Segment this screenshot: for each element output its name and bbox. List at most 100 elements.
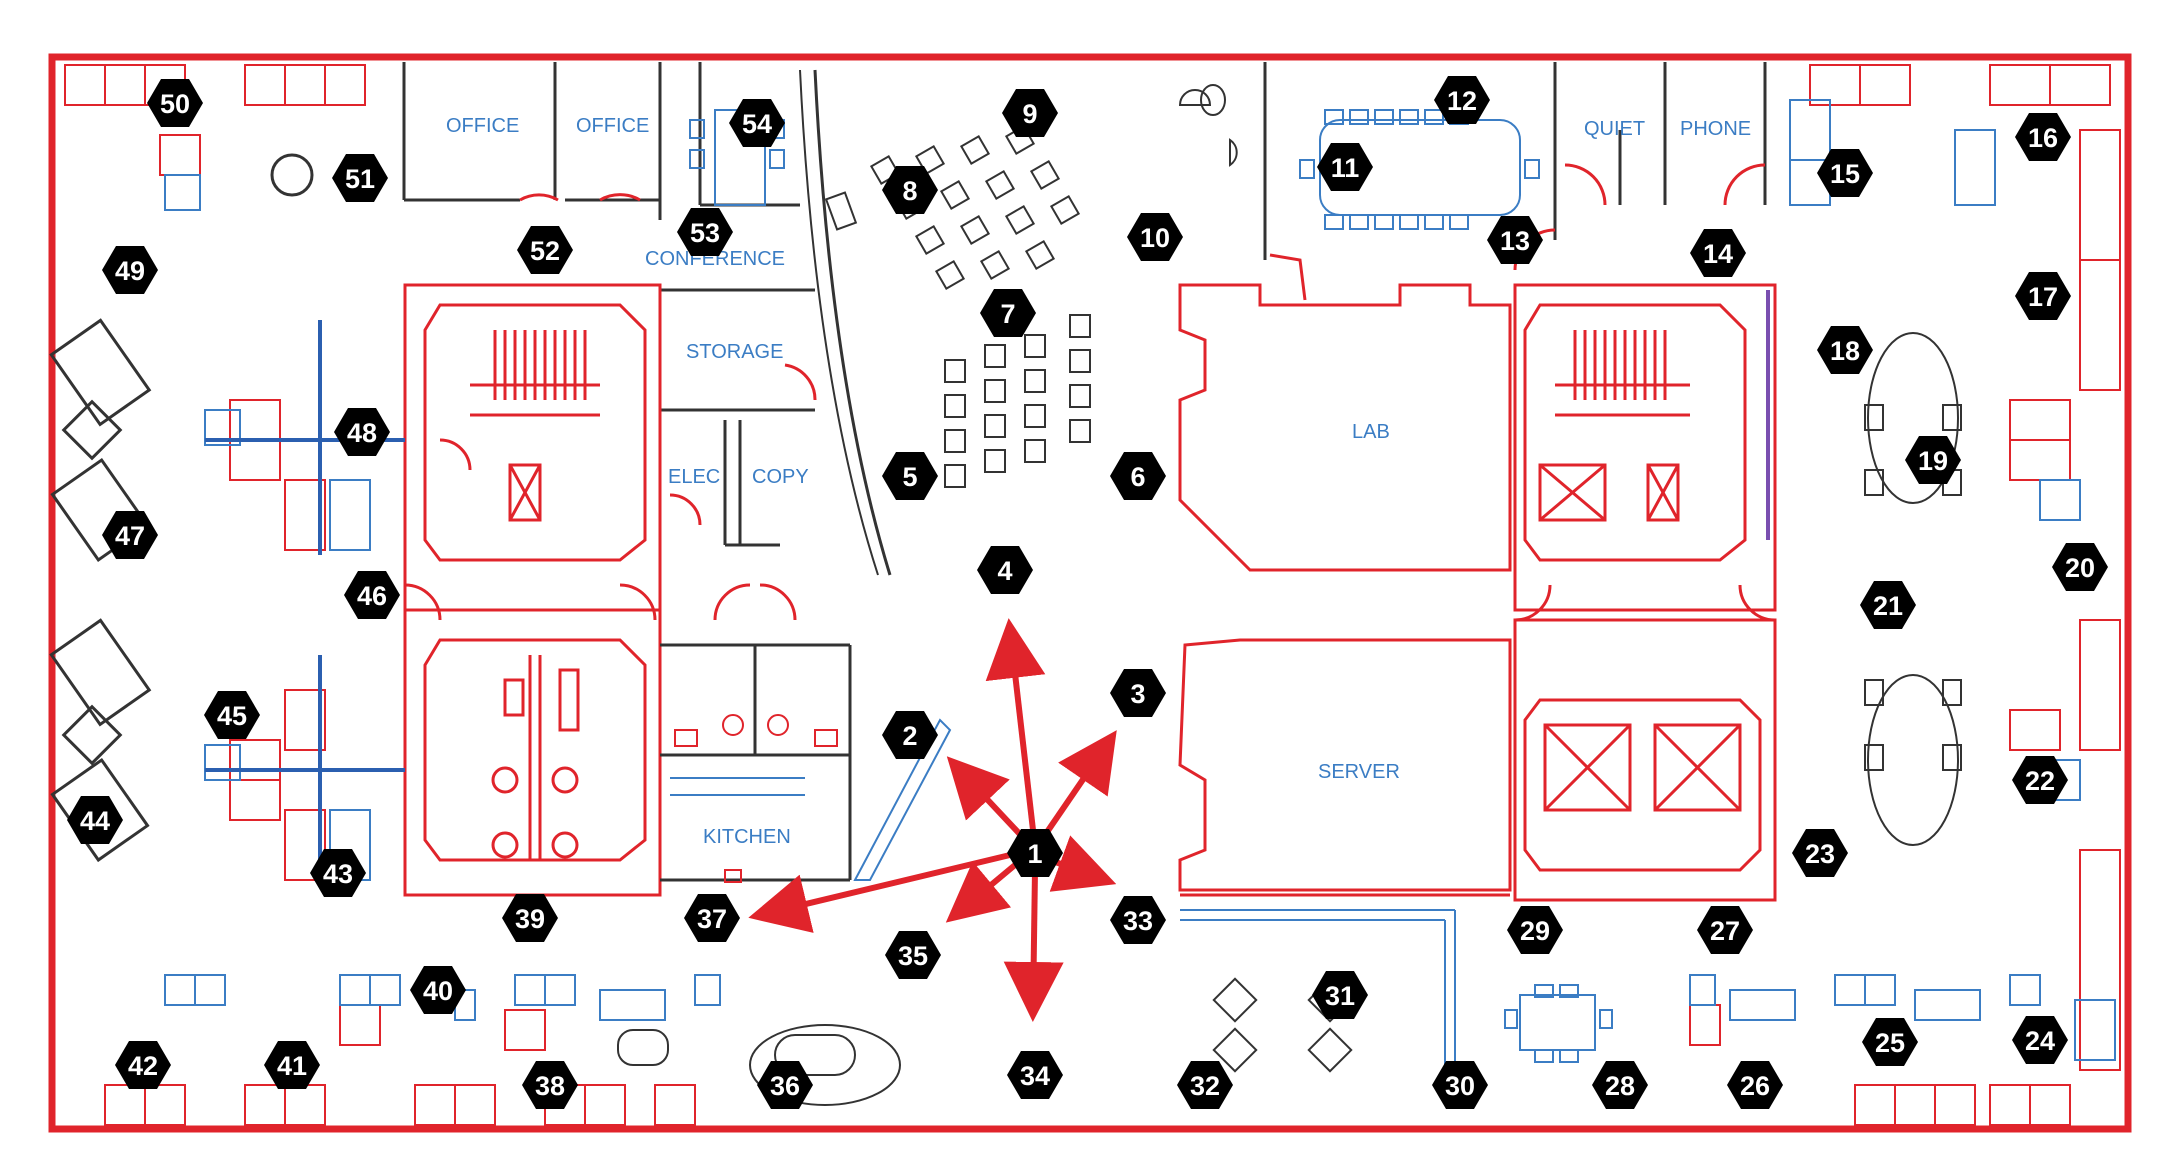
arrow-1-to-33: [1048, 835, 1117, 892]
marker-20[interactable]: 20: [2052, 543, 2108, 591]
marker-label: 43: [323, 859, 353, 889]
arrow-1-to-37: [748, 852, 1011, 933]
marker-2[interactable]: 2: [882, 711, 938, 759]
marker-label: 21: [1873, 591, 1903, 621]
marker-5[interactable]: 5: [882, 452, 938, 500]
marker-label: 6: [1130, 462, 1145, 492]
marker-34[interactable]: 34: [1007, 1051, 1063, 1099]
marker-11[interactable]: 11: [1317, 143, 1373, 191]
marker-1[interactable]: 1: [1007, 829, 1063, 877]
outer-frame: [48, 53, 2132, 1133]
marker-39[interactable]: 39: [502, 894, 558, 942]
marker-17[interactable]: 17: [2015, 272, 2071, 320]
marker-label: 37: [697, 904, 727, 934]
marker-9[interactable]: 9: [1002, 89, 1058, 137]
marker-25[interactable]: 25: [1862, 1018, 1918, 1066]
marker-label: 30: [1445, 1071, 1475, 1101]
arrow-1-to-34: [1003, 869, 1064, 1022]
marker-4[interactable]: 4: [977, 546, 1033, 594]
marker-42[interactable]: 42: [115, 1041, 171, 1089]
marker-6[interactable]: 6: [1110, 452, 1166, 500]
marker-label: 9: [1022, 99, 1037, 129]
arrow-1-to-2: [946, 756, 1033, 848]
marker-label: 47: [115, 521, 145, 551]
marker-label: 15: [1830, 159, 1860, 189]
marker-38[interactable]: 38: [522, 1061, 578, 1109]
marker-label: 34: [1020, 1061, 1050, 1091]
marker-47[interactable]: 47: [102, 511, 158, 559]
marker-8[interactable]: 8: [882, 166, 938, 214]
marker-label: 27: [1710, 916, 1740, 946]
marker-label: 17: [2028, 282, 2058, 312]
marker-45[interactable]: 45: [204, 691, 260, 739]
marker-50[interactable]: 50: [147, 79, 203, 127]
marker-49[interactable]: 49: [102, 246, 158, 294]
marker-31[interactable]: 31: [1312, 971, 1368, 1019]
marker-41[interactable]: 41: [264, 1041, 320, 1089]
marker-label: 51: [345, 164, 375, 194]
room-label-lab: LAB: [1352, 421, 1390, 443]
marker-52[interactable]: 52: [517, 226, 573, 274]
marker-label: 42: [128, 1051, 158, 1081]
marker-label: 49: [115, 256, 145, 286]
marker-30[interactable]: 30: [1432, 1061, 1488, 1109]
marker-33[interactable]: 33: [1110, 896, 1166, 944]
marker-37[interactable]: 37: [684, 894, 740, 942]
marker-53[interactable]: 53: [677, 208, 733, 256]
room-label-quiet: QUIET: [1584, 118, 1645, 140]
marker-label: 40: [423, 976, 453, 1006]
marker-7[interactable]: 7: [980, 289, 1036, 337]
marker-label: 41: [277, 1051, 307, 1081]
marker-10[interactable]: 10: [1127, 213, 1183, 261]
marker-23[interactable]: 23: [1792, 829, 1848, 877]
marker-28[interactable]: 28: [1592, 1061, 1648, 1109]
marker-35[interactable]: 35: [885, 931, 941, 979]
marker-46[interactable]: 46: [344, 571, 400, 619]
marker-16[interactable]: 16: [2015, 113, 2071, 161]
marker-label: 13: [1500, 226, 1530, 256]
marker-18[interactable]: 18: [1817, 326, 1873, 374]
marker-21[interactable]: 21: [1860, 581, 1916, 629]
marker-51[interactable]: 51: [332, 154, 388, 202]
marker-54[interactable]: 54: [729, 99, 785, 147]
direction-arrows: [748, 618, 1117, 1022]
marker-label: 39: [515, 904, 545, 934]
marker-label: 3: [1130, 679, 1145, 709]
marker-label: 54: [742, 109, 772, 139]
marker-44[interactable]: 44: [67, 796, 123, 844]
marker-label: 20: [2065, 553, 2095, 583]
marker-19[interactable]: 19: [1905, 436, 1961, 484]
room-label-storage: STORAGE: [686, 341, 783, 363]
marker-22[interactable]: 22: [2012, 756, 2068, 804]
marker-48[interactable]: 48: [334, 408, 390, 456]
marker-label: 31: [1325, 981, 1355, 1011]
marker-36[interactable]: 36: [757, 1061, 813, 1109]
marker-label: 32: [1190, 1071, 1220, 1101]
marker-label: 11: [1331, 153, 1360, 183]
marker-32[interactable]: 32: [1177, 1061, 1233, 1109]
marker-14[interactable]: 14: [1690, 229, 1746, 277]
marker-label: 12: [1447, 86, 1477, 116]
marker-15[interactable]: 15: [1817, 149, 1873, 197]
marker-13[interactable]: 13: [1487, 216, 1543, 264]
marker-label: 18: [1830, 336, 1860, 366]
marker-label: 1: [1027, 839, 1042, 869]
marker-label: 22: [2025, 766, 2055, 796]
marker-label: 33: [1123, 906, 1153, 936]
marker-label: 26: [1740, 1071, 1770, 1101]
marker-27[interactable]: 27: [1697, 906, 1753, 954]
room-label-copy: COPY: [752, 466, 809, 488]
marker-24[interactable]: 24: [2012, 1016, 2068, 1064]
marker-label: 23: [1805, 839, 1835, 869]
marker-43[interactable]: 43: [310, 849, 366, 897]
marker-26[interactable]: 26: [1727, 1061, 1783, 1109]
marker-29[interactable]: 29: [1507, 906, 1563, 954]
room-label-phone: PHONE: [1680, 118, 1751, 140]
room-label-elec: ELEC: [668, 466, 720, 488]
marker-40[interactable]: 40: [410, 966, 466, 1014]
marker-3[interactable]: 3: [1110, 669, 1166, 717]
marker-12[interactable]: 12: [1434, 76, 1490, 124]
marker-label: 10: [1140, 223, 1170, 253]
room-label-server: SERVER: [1318, 761, 1400, 783]
